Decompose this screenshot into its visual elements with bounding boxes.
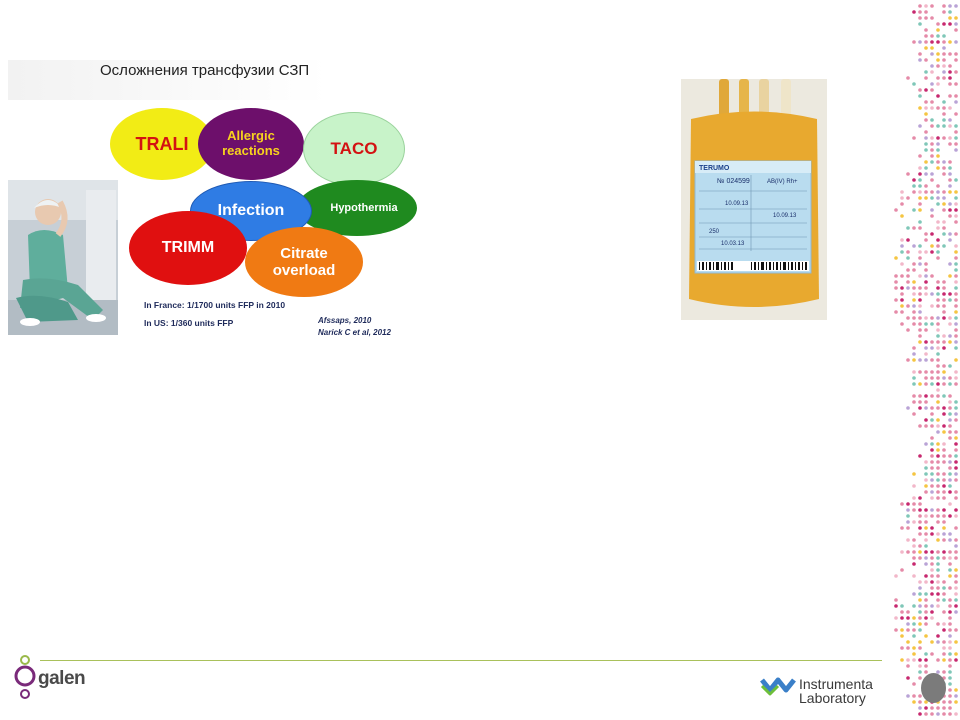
bubble-allergic-label: Allergic reactions: [222, 128, 280, 159]
galen-logo-text: galen: [38, 668, 86, 689]
reference-narick: Narick C et al, 2012: [318, 328, 391, 337]
reference-afssaps: Afssaps, 2010: [318, 316, 372, 325]
allergic-line2: reactions: [222, 143, 280, 158]
bubble-trimm-label: TRIMM: [161, 238, 215, 256]
bubble-taco-label: TACO: [330, 139, 378, 159]
bag-brand: TERUMO: [699, 165, 730, 172]
bubble-taco: TACO: [303, 112, 405, 186]
bag-date2: 10.09.13: [773, 213, 797, 219]
bubble-citrate-label: Citrate overload: [273, 245, 336, 280]
instrumentation-laboratory-logo-icon: [760, 672, 796, 696]
plasma-bag-photo: TERUMO № 024599 AB(IV) Rh+ 10.09.13 10.0…: [681, 79, 827, 320]
stat-france: In France: 1/1700 units FFP in 2010: [144, 300, 286, 310]
nurse-illustration: [8, 180, 118, 335]
bubble-infection-label: Infection: [217, 201, 285, 219]
slide-title: Осложнения трансфузии СЗП: [100, 62, 310, 79]
bubble-allergic-reactions: Allergic reactions: [198, 108, 304, 180]
title-band: [8, 60, 328, 100]
citrate-line2: overload: [272, 262, 336, 279]
il-logo-line2: Laboratory: [799, 690, 866, 706]
bag-volume: 250: [709, 229, 720, 235]
citrate-line1: Citrate: [280, 244, 328, 262]
nurse-photo: [8, 180, 118, 335]
decorative-dots: [894, 4, 958, 716]
bubble-trali: TRALI: [110, 108, 214, 180]
galen-logo-icon: [12, 654, 38, 700]
il-logo-line1: Instrumenta: [799, 676, 873, 692]
stat-us: In US: 1/360 units FFP: [144, 318, 234, 328]
bubble-hypothermia: Hypothermia: [297, 180, 417, 236]
bag-serial: 10.03.13: [721, 241, 745, 247]
page-indicator: [921, 673, 946, 703]
bubble-citrate-overload: Citrate overload: [245, 227, 363, 297]
bubble-trimm: TRIMM: [129, 211, 247, 285]
bag-number: № 024599: [717, 178, 750, 185]
footer-rule: [40, 660, 882, 661]
bubble-hypothermia-label: Hypothermia: [330, 201, 398, 214]
bubble-trali-label: TRALI: [135, 133, 189, 154]
bag-blood-group: AB(IV) Rh+: [767, 179, 798, 185]
allergic-line1: Allergic: [227, 128, 275, 144]
plasma-bag-illustration: TERUMO № 024599 AB(IV) Rh+ 10.09.13 10.0…: [681, 79, 827, 320]
bag-date1: 10.09.13: [725, 201, 749, 207]
